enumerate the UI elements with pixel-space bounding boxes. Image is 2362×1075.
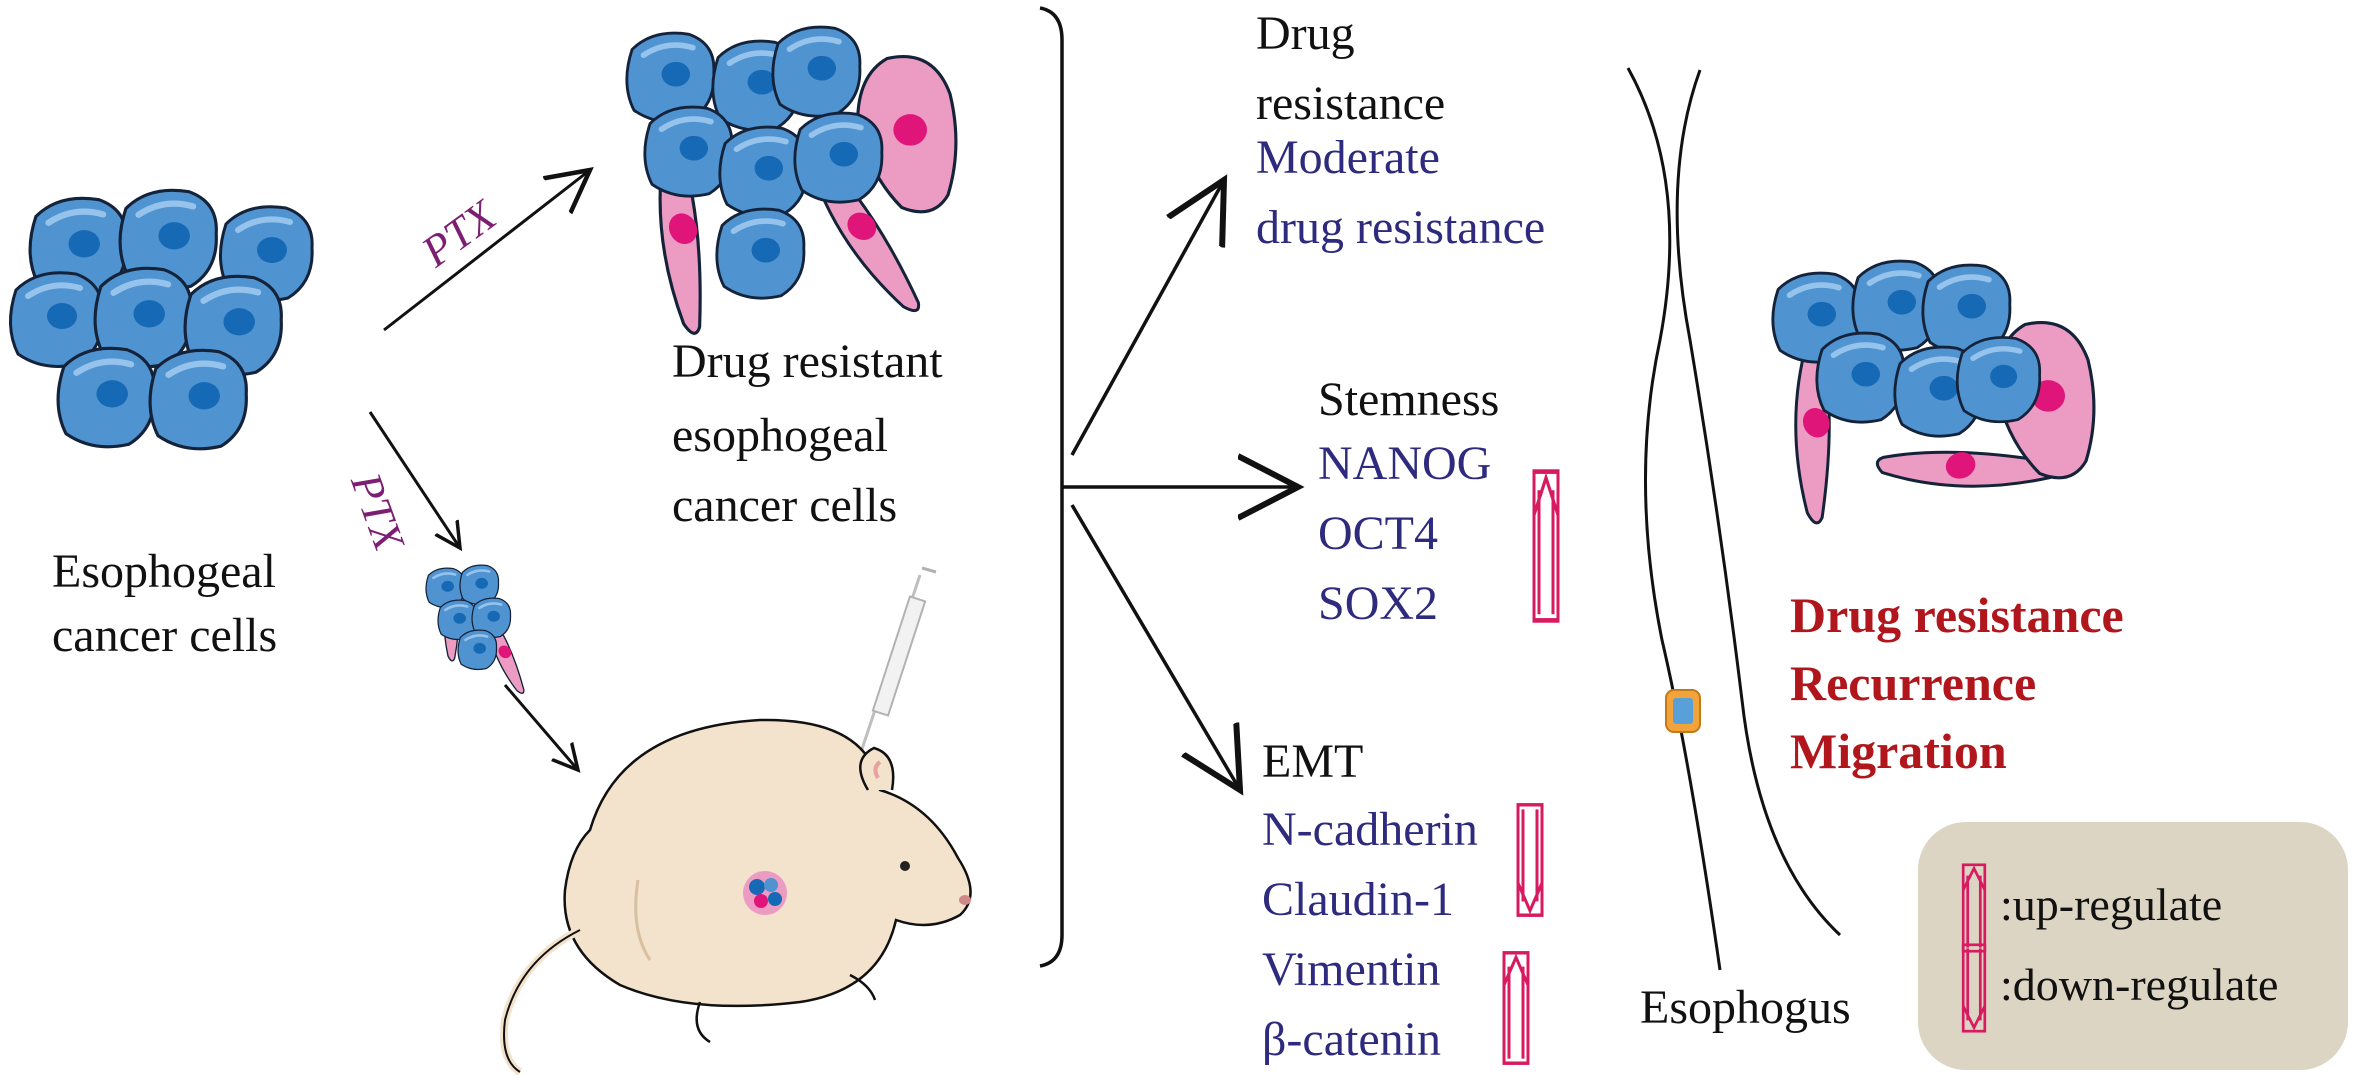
stemness-marker-nanog: NANOG [1318,437,1492,490]
resistant-label-line1: Drug resistant [672,335,943,388]
tumor-marker-icon [1665,689,1701,733]
stemness-marker-sox2: SOX2 [1318,577,1439,630]
esophagus-label: Esophogus [1640,981,1851,1034]
emt-title: EMT [1262,735,1364,788]
arrow-drug-resistance [1070,180,1224,456]
drug-resistance-detail-line2: drug resistance [1256,201,1546,254]
emt-marker-beta-catenin: β-catenin [1262,1013,1441,1066]
drug-resistance-title-line2: resistance [1256,77,1446,130]
stemness-marker-oct4: OCT4 [1318,507,1438,560]
effect-migration: Migration [1790,723,2007,779]
legend-up-label: :up-regulate [2000,879,2223,930]
emt-marker-claudin-1: Claudin-1 [1262,873,1454,926]
resistant-label-line3: cancer cells [672,479,898,532]
emt-marker-n-cadherin: N-cadherin [1262,803,1478,856]
mouse-illustration [500,718,972,1075]
legend-panel [1918,822,2348,1070]
syringe-icon [858,566,937,756]
effect-recurrence: Recurrence [1790,655,2037,711]
emt-marker-vimentin: Vimentin [1262,943,1441,996]
arrow-to-mouse [503,684,578,770]
esophagus-wall-right [1675,69,1842,937]
drug-resistance-title-line1: Drug [1256,7,1355,60]
arrow-to-resistant [383,170,590,332]
drug-resistance-detail-line1: Moderate [1256,131,1440,184]
resistant-label-line2: esophogeal [672,409,888,462]
effect-drug-resistance: Drug resistance [1790,587,2124,643]
stemness-title: Stemness [1318,373,1500,426]
esophagus-wall-left [1626,67,1722,971]
legend-down-label: :down-regulate [2000,959,2279,1010]
cancer-cells-label-line2: cancer cells [52,609,278,662]
arrow-emt [1070,504,1240,790]
arrow-to-small-cluster [368,411,460,548]
cancer-cells-label-line1: Esophogeal [52,545,276,598]
